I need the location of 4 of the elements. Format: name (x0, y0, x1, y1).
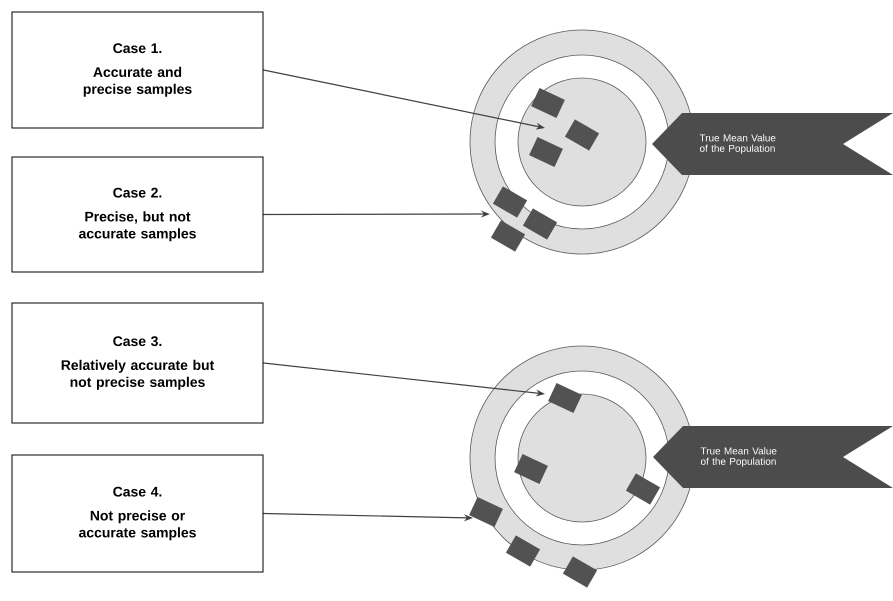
case-box: Case 4. Not precise or accurate samples (12, 454, 264, 572)
case-box: Case 3. Relatively accurate but not precise samples (12, 302, 264, 424)
case-box: Case 2. Precise, but not accurate samples (12, 156, 264, 272)
case-box: Case 1. Accurate and precise samples (12, 12, 264, 128)
